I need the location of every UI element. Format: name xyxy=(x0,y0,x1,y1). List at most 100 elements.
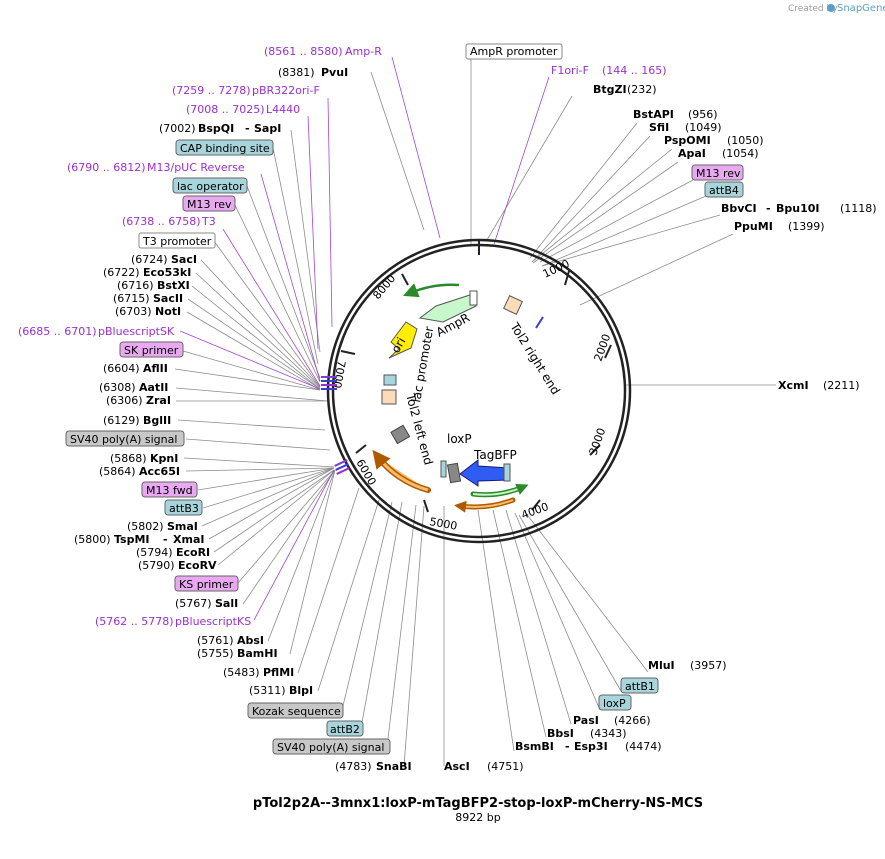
pflmi-name: PflMI xyxy=(263,666,294,679)
amp-r-name: Amp-R xyxy=(345,45,382,58)
plasmid-title: pTol2p2A--3mnx1:loxP-mTagBFP2-stop-loxP-… xyxy=(253,796,703,811)
attb4-text: attB4 xyxy=(709,184,739,197)
pspomi-pos: (1050) xyxy=(727,134,764,147)
mlui-pos: (3957) xyxy=(690,659,727,672)
xcmi-pos: (2211) xyxy=(823,379,860,392)
pvui-pos: (8381) xyxy=(278,66,315,79)
saci-pos: (6724) xyxy=(131,253,168,266)
m13-rev-right-text: M13 rev xyxy=(696,167,741,180)
zrai-pos: (6306) xyxy=(106,394,143,407)
sv40-polya-bottom-text: SV40 poly(A) signal xyxy=(277,741,384,754)
ppumi-pos: (1399) xyxy=(788,220,825,233)
saci-name: SacI xyxy=(171,253,197,266)
tagbfp-feature xyxy=(459,458,510,487)
tick-label-5000: 5000 xyxy=(428,515,458,533)
brand-text: SnapGene xyxy=(837,3,885,14)
ecorv-name: EcoRV xyxy=(178,559,217,572)
site-stripes xyxy=(321,376,350,475)
lac-promoter-feature xyxy=(381,389,397,405)
mcherry-orange-arrow xyxy=(372,449,429,492)
pbluescriptsk-range: (6685 .. 6701) xyxy=(18,325,97,338)
sacii-pos: (6715) xyxy=(113,292,150,305)
attb3-box xyxy=(164,499,203,516)
stop-feature xyxy=(446,462,462,484)
mlui-name: MluI xyxy=(648,659,675,672)
esp3i-name: Esp3I xyxy=(574,740,608,753)
aflii-pos: (6604) xyxy=(103,362,140,375)
m13-rev-left-box xyxy=(182,195,236,212)
xmai-name: XmaI xyxy=(173,533,204,546)
btgzi-pos: (232) xyxy=(627,83,657,96)
m13-fwd-text: M13 fwd xyxy=(146,484,193,497)
leader-lines xyxy=(174,58,776,767)
ks-primer-text: KS primer xyxy=(179,578,234,591)
loxp-feature-right xyxy=(503,463,511,482)
tspmi-name: TspMI xyxy=(114,533,150,546)
attb2-text: attB2 xyxy=(330,723,360,736)
pbluescriptks-name: pBluescriptKS xyxy=(175,615,251,628)
lac-operator-feature xyxy=(383,374,397,386)
credit-text: Created by xyxy=(788,4,838,14)
t3-promoter-box xyxy=(138,232,216,249)
bbsi-pos: (4343) xyxy=(590,727,627,740)
sapi-name: - xyxy=(245,122,250,135)
tick-label-8000: 8000 xyxy=(370,272,398,302)
lac-operator-text: lac operator xyxy=(177,180,244,193)
kpni-name: KpnI xyxy=(150,452,178,465)
attb1-text: attB1 xyxy=(625,680,655,693)
green-arc-arrow xyxy=(472,483,529,496)
amp-r-range: (8561 .. 8580) xyxy=(264,45,343,58)
blpi-pos: (5311) xyxy=(249,684,286,697)
ori-feature xyxy=(388,321,418,359)
m13-rev-site-marker xyxy=(535,316,544,329)
noti-pos: (6703) xyxy=(115,305,152,318)
bglii-name: BglII xyxy=(143,414,171,427)
tick-marks xyxy=(340,239,612,513)
plasmid-length: 8922 bp xyxy=(455,811,500,824)
ori-label: ori xyxy=(388,335,408,356)
bpu10i-name: Bpu10I xyxy=(776,202,820,215)
m13-fwd-box xyxy=(141,481,198,498)
absi-name: AbsI xyxy=(237,634,264,647)
ampr-direction-arrow xyxy=(403,283,460,298)
l4440-range: (7008 .. 7025) xyxy=(186,103,265,116)
sfii-pos: (1049) xyxy=(685,121,722,134)
snabi-pos: (4783) xyxy=(335,760,372,773)
bbvci-pos: (1118) xyxy=(840,202,877,215)
pspomi-name: PspOMI xyxy=(664,134,711,147)
ampr-promoter-box xyxy=(465,43,563,60)
eco53ki-pos: (6722) xyxy=(103,266,140,279)
m13-rev-right-box xyxy=(691,164,744,181)
pbluescriptsk-name: pBluescriptSK xyxy=(98,325,175,338)
mcherry-orange-arc xyxy=(375,454,431,493)
tol2-left-end-label: Tol2 left end xyxy=(403,391,436,466)
apai-pos: (1054) xyxy=(722,147,759,160)
bsmbi-dash: - xyxy=(565,740,570,753)
bglii-pos: (6129) xyxy=(103,414,140,427)
sacii-name: SacII xyxy=(153,292,183,305)
tspmi-pos: (5800) xyxy=(74,533,111,546)
tol2-right-end-feature xyxy=(503,295,523,315)
bstapi-pos: (956) xyxy=(688,108,718,121)
tol2-left-end-feature xyxy=(390,424,411,445)
noti-name: NotI xyxy=(155,305,181,318)
sali-pos: (5767) xyxy=(175,597,212,610)
tagbfp-label: TagBFP xyxy=(473,448,517,462)
kpni-pos: (5868) xyxy=(110,452,147,465)
blpi-name: BlpI xyxy=(289,684,313,697)
apai-name: ApaI xyxy=(678,147,706,160)
acc65i-name: Acc65I xyxy=(139,465,180,478)
ppumi-name: PpuMI xyxy=(734,220,773,233)
kozak-text: Kozak sequence xyxy=(252,705,341,718)
bspqi-pos: (7002) xyxy=(159,122,196,135)
attb3-text: attB3 xyxy=(169,502,199,515)
pbr322-name: pBR322ori-F xyxy=(252,84,320,97)
loxp-text: loxP xyxy=(603,697,626,710)
lac-operator-box xyxy=(172,177,248,194)
bstxi-pos: (6716) xyxy=(117,279,154,292)
sali-name: SalI xyxy=(215,597,238,610)
ecorv-pos: (5790) xyxy=(138,559,175,572)
acc65i-pos: (5864) xyxy=(99,465,136,478)
